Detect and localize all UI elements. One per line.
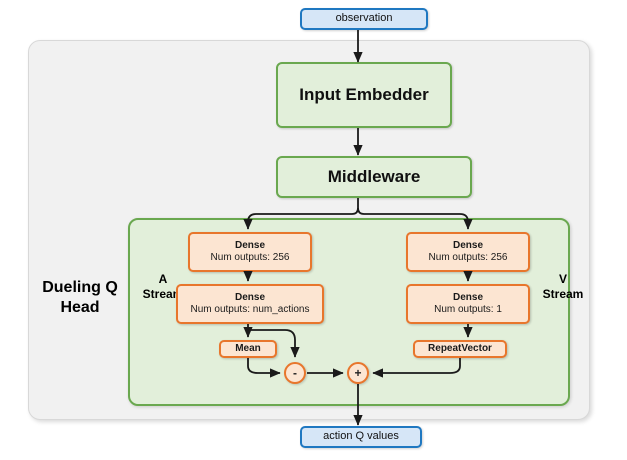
input-embedder-label: Input Embedder bbox=[299, 85, 429, 105]
advantage-dense-num-actions-detail: Num outputs: num_actions bbox=[190, 304, 310, 315]
advantage-dense-num-actions-node[interactable]: Dense Num outputs: num_actions bbox=[176, 284, 324, 324]
repeat-vector-node[interactable]: RepeatVector bbox=[413, 340, 507, 358]
mean-node[interactable]: Mean bbox=[219, 340, 277, 358]
advantage-dense-256-detail: Num outputs: 256 bbox=[210, 252, 290, 263]
observation-label: observation bbox=[335, 12, 393, 25]
middleware-label: Middleware bbox=[327, 167, 421, 187]
dueling-q-head-title-line2: Head bbox=[60, 298, 100, 316]
advantage-stream-line2: Stream bbox=[142, 286, 184, 301]
value-dense-1-name: Dense bbox=[452, 291, 483, 303]
subtract-operator-glyph: - bbox=[293, 366, 297, 380]
value-dense-256-name: Dense bbox=[452, 239, 483, 251]
value-stream-line2: Stream bbox=[542, 286, 584, 301]
value-dense-1-detail: Num outputs: 1 bbox=[434, 304, 502, 315]
value-dense-1-node[interactable]: Dense Num outputs: 1 bbox=[406, 284, 530, 324]
add-operator[interactable]: + bbox=[347, 362, 369, 384]
value-stream-line1: V bbox=[558, 272, 567, 286]
input-embedder-node[interactable]: Input Embedder bbox=[276, 62, 452, 128]
observation-node[interactable]: observation bbox=[300, 8, 428, 30]
value-dense-256-detail: Num outputs: 256 bbox=[428, 252, 508, 263]
repeat-vector-label: RepeatVector bbox=[428, 342, 492, 354]
add-operator-glyph: + bbox=[354, 366, 362, 380]
middleware-node[interactable]: Middleware bbox=[276, 156, 472, 198]
action-q-values-label: action Q values bbox=[323, 430, 399, 443]
advantage-stream-label: A Stream bbox=[138, 272, 188, 301]
action-q-values-node[interactable]: action Q values bbox=[300, 426, 422, 448]
value-dense-256-node[interactable]: Dense Num outputs: 256 bbox=[406, 232, 530, 272]
advantage-stream-line1: A bbox=[158, 272, 168, 286]
subtract-operator[interactable]: - bbox=[284, 362, 306, 384]
dueling-q-head-title: Dueling Q Head bbox=[32, 278, 128, 317]
advantage-dense-256-node[interactable]: Dense Num outputs: 256 bbox=[188, 232, 312, 272]
value-stream-label: V Stream bbox=[536, 272, 590, 301]
advantage-dense-256-name: Dense bbox=[234, 239, 265, 251]
advantage-dense-num-actions-name: Dense bbox=[234, 291, 265, 303]
mean-label: Mean bbox=[235, 342, 261, 354]
dueling-q-head-title-line1: Dueling Q bbox=[42, 279, 118, 296]
